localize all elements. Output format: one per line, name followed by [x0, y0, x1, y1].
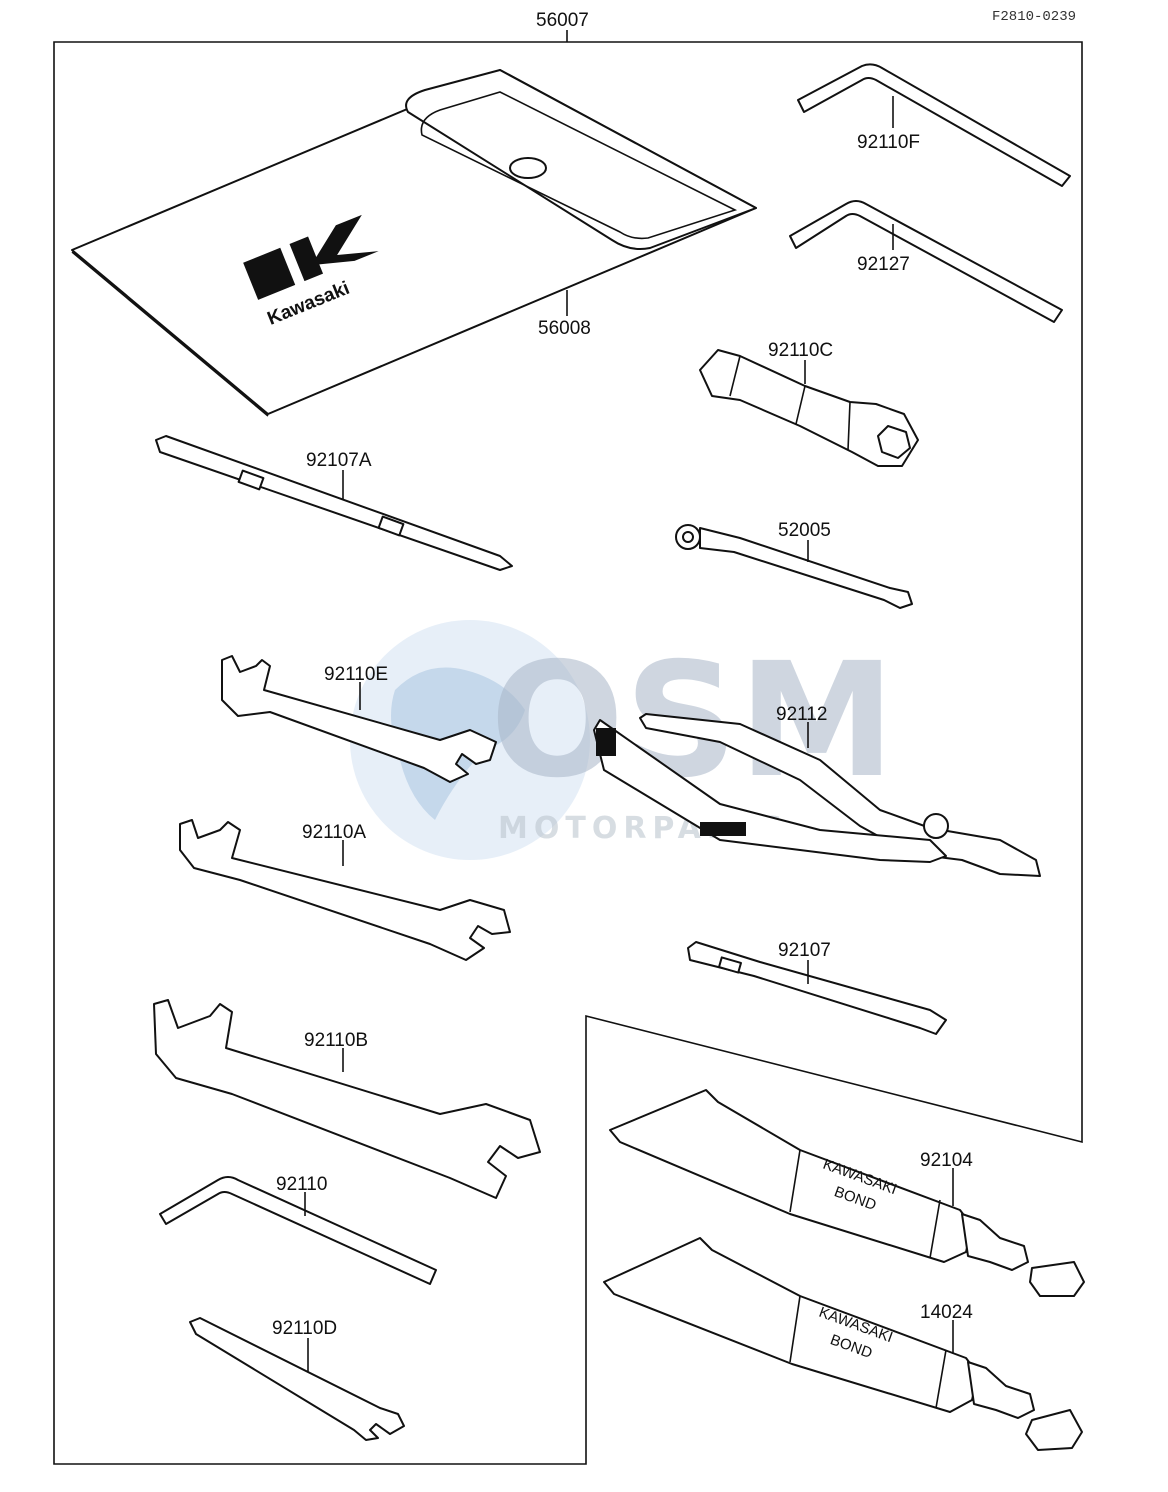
- label-92110B: 92110B: [304, 1030, 368, 1051]
- hex-key-92110: [159, 1176, 437, 1285]
- label-52005: 52005: [778, 520, 831, 541]
- wrench-92110A: [179, 819, 511, 961]
- label-92127: 92127: [857, 254, 910, 275]
- label-92107: 92107: [778, 940, 831, 961]
- label-92110: 92110: [276, 1174, 327, 1195]
- label-92110F: 92110F: [857, 132, 920, 153]
- label-92110E: 92110E: [324, 664, 388, 685]
- label-56008: 56008: [538, 318, 591, 339]
- bond-tube-92104: KAWASAKI BOND: [609, 1089, 1085, 1297]
- wrench-92110B: [153, 999, 541, 1199]
- wrench-92110E: [221, 655, 497, 783]
- kit-label: 56007: [536, 10, 589, 31]
- spark-plug-wrench-92110C: [699, 349, 919, 467]
- pliers-92112: [593, 713, 1041, 877]
- label-92107A: 92107A: [306, 450, 372, 471]
- screwdriver-92107: [687, 941, 947, 1035]
- label-92104: 92104: [920, 1150, 973, 1171]
- reference-code: F2810-0239: [992, 9, 1076, 25]
- tool-92110D: [189, 1317, 405, 1441]
- screwdriver-92107A: [155, 435, 513, 571]
- tool-pouch: Kawasaki: [71, 69, 757, 417]
- hex-key-92127: [789, 200, 1063, 323]
- tool-52005: [675, 524, 913, 609]
- label-14024: 14024: [920, 1302, 973, 1323]
- label-92110A: 92110A: [302, 822, 366, 843]
- kit-frame: [53, 41, 1083, 1465]
- hex-key-92110F: [797, 63, 1071, 187]
- label-92110D: 92110D: [272, 1318, 337, 1339]
- label-92110C: 92110C: [768, 340, 833, 361]
- label-92112: 92112: [776, 704, 827, 725]
